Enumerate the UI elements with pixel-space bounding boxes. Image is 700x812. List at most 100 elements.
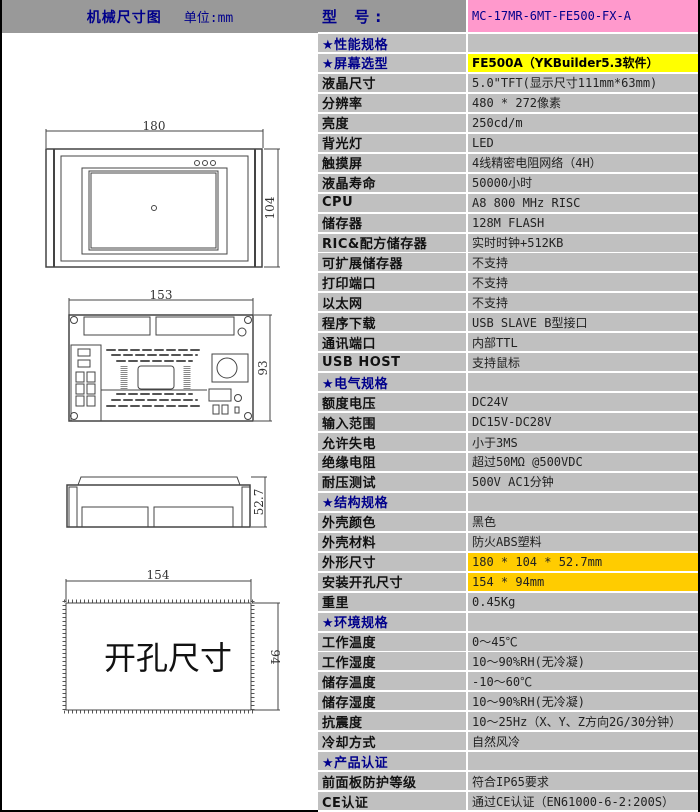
spec-value: -10～60℃ (468, 672, 698, 693)
spec-label: 分辨率 (318, 93, 468, 114)
spec-label: 储存器 (318, 213, 468, 234)
spec-row: 通讯端口内部TTL (318, 333, 698, 354)
section-row: ★环境规格 (318, 612, 698, 633)
spec-label: ★环境规格 (318, 612, 468, 633)
spec-value: 不支持 (468, 293, 698, 314)
spec-label: 工作湿度 (318, 652, 468, 673)
model-label: 型 号: (318, 0, 468, 34)
spec-value: 不支持 (468, 253, 698, 274)
spec-label: 抗震度 (318, 712, 468, 733)
spec-value: 500V AC1分钟 (468, 472, 698, 493)
spec-label: 安装开孔尺寸 (318, 572, 468, 593)
spec-value: 黑色 (468, 512, 698, 533)
front-width-dim: 180 (143, 119, 166, 133)
spec-label: 亮度 (318, 113, 468, 134)
spec-label: 冷却方式 (318, 732, 468, 753)
spec-value: DC15V-DC28V (468, 413, 698, 434)
section-row: ★结构规格 (318, 492, 698, 513)
spec-label: 打印端口 (318, 273, 468, 294)
spec-row: RIC&配方储存器实时时钟+512KB (318, 233, 698, 254)
spec-value: 防火ABS塑料 (468, 532, 698, 553)
spec-value: 128M FLASH (468, 213, 698, 234)
spec-label: CPU (318, 193, 468, 214)
side-depth-dim: 52.7 (252, 489, 266, 516)
drawing-header: 机械尺寸图 单位:mm (2, 0, 318, 33)
spec-label: 储存温度 (318, 672, 468, 693)
spec-value: 250cd/m (468, 113, 698, 134)
spec-value: 4线精密电阻网络（4H） (468, 153, 698, 174)
spec-label: 耐压测试 (318, 472, 468, 493)
spec-value (468, 373, 698, 394)
unit-label: 单位:mm (183, 11, 234, 26)
spec-label: 重里 (318, 592, 468, 613)
front-view-drawing: 180 104 (45, 119, 280, 268)
spec-value: DC24V (468, 393, 698, 414)
spec-row: 允许失电小于3MS (318, 433, 698, 453)
spec-label: USB HOST (318, 353, 468, 374)
model-value: MC-17MR-6MT-FE500-FX-A (468, 0, 698, 34)
spec-value: 自然风冷 (468, 732, 698, 753)
spec-label: 储存湿度 (318, 692, 468, 713)
spec-label: ★性能规格 (318, 34, 468, 54)
spec-row: 绝缘电阻超过50MΩ @500VDC (318, 452, 698, 473)
spec-value (468, 34, 698, 54)
back-height-dim: 93 (256, 360, 270, 375)
spec-value: 符合IP65要求 (468, 772, 698, 793)
spec-label: ★产品认证 (318, 752, 468, 773)
spec-value: 不支持 (468, 273, 698, 294)
spec-label: 触摸屏 (318, 153, 468, 174)
spec-value (468, 492, 698, 513)
spec-value: 154 * 94mm (468, 572, 698, 593)
back-view-drawing: 153 93 (68, 288, 272, 422)
back-width-dim: 153 (150, 288, 173, 302)
section-row: ★产品认证 (318, 752, 698, 773)
spec-value: 支持鼠标 (468, 353, 698, 374)
spec-label: ★屏幕选型 (318, 53, 468, 74)
spec-value: FE500A（YKBuilder5.3软件） (468, 53, 698, 74)
spec-label: ★电气规格 (318, 373, 468, 394)
spec-row: 冷却方式自然风冷 (318, 732, 698, 753)
spec-value: 0.45Kg (468, 592, 698, 613)
spec-label: 额度电压 (318, 393, 468, 414)
spec-label: 外壳材料 (318, 532, 468, 553)
drawing-title: 机械尺寸图 (86, 9, 162, 26)
spec-value: 10～25Hz（X、Y、Z方向2G/30分钟） (468, 712, 698, 733)
spec-label: 通讯端口 (318, 333, 468, 354)
spec-value: 5.0"TFT(显示尺寸111mm*63mm) (468, 73, 698, 94)
spec-label: 允许失电 (318, 433, 468, 453)
spec-value: 小于3MS (468, 433, 698, 453)
spec-label: 绝缘电阻 (318, 452, 468, 473)
side-view-drawing: 52.7 (66, 476, 267, 528)
spec-row: 储存温度-10～60℃ (318, 672, 698, 693)
section-row: ★电气规格 (318, 373, 698, 394)
spec-label: 外形尺寸 (318, 552, 468, 573)
spec-row: CE认证通过CE认证（EN61000-6-2:200S） (318, 792, 698, 812)
spec-label: 以太网 (318, 293, 468, 314)
spec-value: A8 800 MHz RISC (468, 193, 698, 214)
cutout-view-drawing: 开孔尺寸 154 94 (62, 568, 282, 714)
spec-value: USB SLAVE B型接口 (468, 313, 698, 334)
mechanical-drawing-panel: 机械尺寸图 单位:mm 180 104 (0, 0, 318, 812)
spec-value: 10～90%RH(无冷凝) (468, 652, 698, 673)
spec-value: 480 * 272像素 (468, 93, 698, 114)
cutout-label: 开孔尺寸 (104, 639, 232, 677)
spec-label: 液晶尺寸 (318, 73, 468, 94)
spec-label: 前面板防护等级 (318, 772, 468, 793)
spec-row: 外壳材料防火ABS塑料 (318, 532, 698, 553)
spec-value: LED (468, 133, 698, 154)
spec-label: 工作温度 (318, 632, 468, 653)
